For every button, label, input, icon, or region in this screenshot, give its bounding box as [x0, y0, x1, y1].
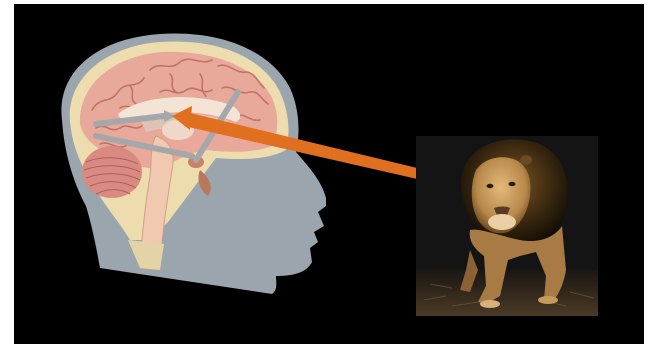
lion-eye-right	[509, 182, 516, 186]
photo-ground	[416, 270, 598, 316]
lion-photo	[416, 136, 598, 316]
lion-muzzle	[488, 214, 516, 230]
lion-ear	[520, 155, 532, 165]
lion-paw-back	[538, 296, 558, 304]
cerebellum	[82, 146, 142, 198]
lion-paw-front	[480, 300, 500, 308]
lion-eye-left	[487, 184, 494, 188]
